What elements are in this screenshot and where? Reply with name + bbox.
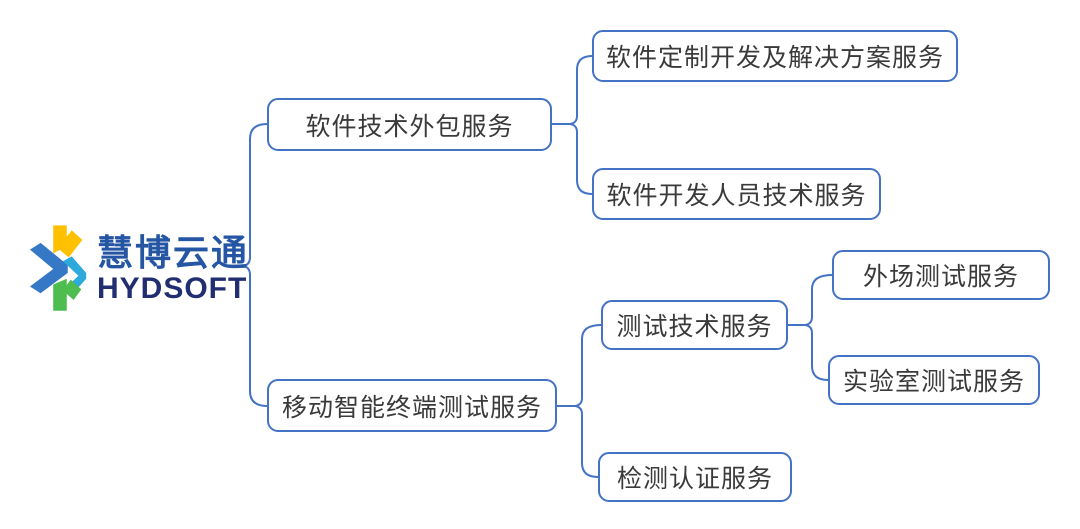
company-name-zh: 慧博云通	[97, 231, 250, 273]
node-developer-technical-services: 软件开发人员技术服务	[592, 168, 881, 220]
node-software-outsourcing: 软件技术外包服务	[267, 98, 552, 151]
node-testing-technical-services: 测试技术服务	[601, 300, 788, 350]
connector-branch1-brace	[569, 55, 593, 195]
hydsoft-logo-icon	[29, 225, 87, 311]
hydsoft-logo: 慧博云通 HYDSOFT	[28, 224, 249, 314]
node-certification-services: 检测认证服务	[598, 452, 792, 502]
company-name-en: HYDSOFT	[97, 271, 248, 305]
node-mobile-terminal-testing: 移动智能终端测试服务	[267, 379, 557, 432]
connector-branch2-brace	[574, 324, 602, 478]
node-field-testing-services: 外场测试服务	[832, 250, 1050, 300]
hydsoft-logo-text: 慧博云通 HYDSOFT	[97, 231, 250, 305]
node-custom-development-solutions: 软件定制开发及解决方案服务	[592, 30, 958, 82]
node-lab-testing-services: 实验室测试服务	[828, 355, 1040, 405]
